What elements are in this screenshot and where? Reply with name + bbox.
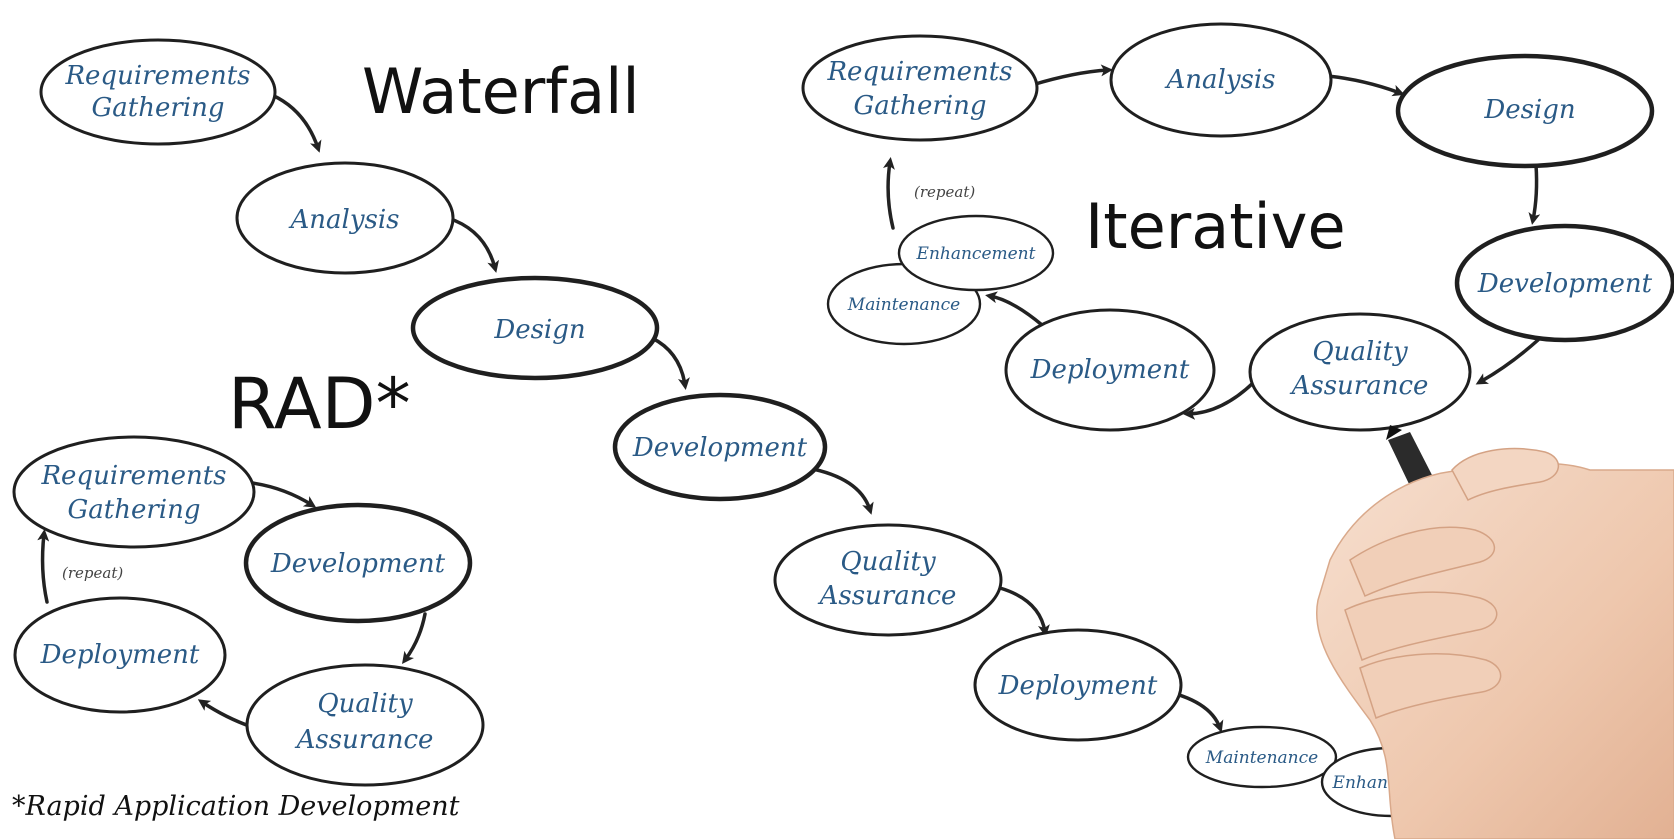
rad-qa-label-1: Quality bbox=[317, 689, 413, 719]
iterative-deployment-label: Deployment bbox=[1030, 355, 1190, 385]
waterfall-qa-label-1: Quality bbox=[840, 547, 936, 577]
iterative-node-design: Design bbox=[1395, 53, 1655, 169]
rad-arrow-repeat bbox=[37, 529, 50, 604]
iterative-arrow-development-qa bbox=[1475, 338, 1540, 385]
waterfall-development-label: Development bbox=[632, 433, 808, 463]
waterfall-arrow-qa-deployment bbox=[998, 586, 1050, 637]
waterfall-node-design: Design bbox=[410, 275, 660, 381]
rad-development-ellipse bbox=[243, 502, 473, 624]
hand-finger-2 bbox=[1344, 591, 1498, 662]
iterative-analysis-label: Analysis bbox=[1164, 65, 1275, 95]
rad-requirements-ellipse bbox=[12, 435, 256, 549]
waterfall-node-requirements: Requirements Gathering bbox=[39, 38, 277, 146]
rad-deployment-ellipse bbox=[13, 596, 227, 714]
rad-development-label: Development bbox=[270, 549, 446, 579]
rad-repeat-note: (repeat) bbox=[62, 564, 123, 582]
rad-requirements-label-2: Gathering bbox=[68, 495, 201, 525]
iterative-node-qa: Quality Assurance bbox=[1248, 312, 1472, 432]
waterfall-requirements-ellipse bbox=[39, 38, 277, 146]
rad-group: RAD* (repeat) Requirements Gathering Dev… bbox=[12, 363, 485, 822]
iterative-node-requirements: Requirements Gathering bbox=[801, 34, 1039, 142]
waterfall-analysis-ellipse bbox=[235, 161, 455, 275]
iterative-arrow-req-analysis bbox=[1030, 64, 1113, 87]
iterative-enhancement-ellipse bbox=[897, 214, 1055, 292]
iterative-requirements-label-2: Gathering bbox=[854, 91, 987, 121]
iterative-design-label: Design bbox=[1483, 95, 1575, 125]
iterative-qa-label-1: Quality bbox=[1312, 337, 1408, 367]
rad-title: RAD* bbox=[228, 363, 411, 445]
iterative-node-enhancement: Enhancement bbox=[897, 214, 1055, 292]
waterfall-node-analysis: Analysis bbox=[235, 161, 455, 275]
rad-node-requirements: Requirements Gathering bbox=[12, 435, 256, 549]
rad-arrow-development-qa bbox=[402, 612, 427, 665]
iterative-development-label: Development bbox=[1477, 269, 1653, 299]
waterfall-arrow-req-analysis bbox=[270, 93, 322, 153]
iterative-group: Iterative (repeat) Requirements Gatherin… bbox=[801, 22, 1674, 432]
iterative-deployment-ellipse bbox=[1004, 308, 1216, 432]
rad-qa-ellipse bbox=[245, 663, 485, 787]
iterative-arrow-deployment-maintenance bbox=[985, 291, 1044, 327]
iterative-arrow-design-development bbox=[1528, 163, 1541, 225]
rad-node-qa: Quality Assurance bbox=[245, 663, 485, 787]
waterfall-design-ellipse bbox=[410, 275, 660, 381]
waterfall-design-label: Design bbox=[493, 315, 585, 345]
waterfall-qa-label-2: Assurance bbox=[818, 581, 957, 611]
hand-holding-marker bbox=[1316, 425, 1674, 839]
iterative-enhancement-label: Enhancement bbox=[916, 244, 1036, 264]
waterfall-deployment-label: Deployment bbox=[998, 671, 1158, 701]
waterfall-requirements-label-2: Gathering bbox=[92, 93, 225, 123]
rad-qa-label-2: Assurance bbox=[295, 725, 434, 755]
waterfall-node-qa: Quality Assurance bbox=[773, 523, 1003, 637]
iterative-node-development: Development bbox=[1454, 223, 1674, 343]
hand-finger-1 bbox=[1349, 526, 1496, 598]
rad-node-development: Development bbox=[243, 502, 473, 624]
waterfall-arrow-design-development bbox=[650, 336, 690, 390]
waterfall-maintenance-label: Maintenance bbox=[1205, 748, 1318, 768]
iterative-title: Iterative bbox=[1085, 190, 1346, 263]
waterfall-development-ellipse bbox=[612, 392, 828, 502]
rad-arrow-qa-deployment bbox=[197, 699, 254, 729]
iterative-qa-ellipse bbox=[1248, 312, 1472, 432]
rad-deployment-label: Deployment bbox=[40, 640, 200, 670]
hand-thumb bbox=[1451, 447, 1559, 501]
waterfall-requirements-label-1: Requirements bbox=[64, 61, 250, 91]
waterfall-node-development: Development bbox=[612, 392, 828, 502]
iterative-qa-label-2: Assurance bbox=[1290, 371, 1429, 401]
hand-finger-3 bbox=[1359, 653, 1502, 720]
marker-tip bbox=[1386, 425, 1402, 440]
iterative-node-analysis: Analysis bbox=[1109, 22, 1333, 138]
waterfall-node-deployment: Deployment bbox=[973, 628, 1183, 742]
waterfall-deployment-ellipse bbox=[973, 628, 1183, 742]
iterative-maintenance-label: Maintenance bbox=[847, 295, 960, 315]
rad-requirements-label-1: Requirements bbox=[40, 461, 226, 491]
iterative-requirements-ellipse bbox=[801, 34, 1039, 142]
waterfall-arrow-analysis-design bbox=[446, 216, 500, 273]
waterfall-analysis-label: Analysis bbox=[288, 205, 399, 235]
waterfall-node-maintenance: Maintenance bbox=[1186, 725, 1338, 789]
iterative-arrow-repeat bbox=[883, 157, 895, 230]
waterfall-title: Waterfall bbox=[362, 55, 640, 128]
rad-node-deployment: Deployment bbox=[13, 596, 227, 714]
iterative-requirements-label-1: Requirements bbox=[826, 57, 1012, 87]
rad-footnote: *Rapid Application Development bbox=[12, 791, 460, 822]
iterative-analysis-ellipse bbox=[1109, 22, 1333, 138]
iterative-design-ellipse bbox=[1395, 53, 1655, 169]
iterative-development-ellipse bbox=[1454, 223, 1674, 343]
waterfall-arrow-development-qa bbox=[806, 466, 874, 515]
iterative-repeat-note: (repeat) bbox=[914, 183, 975, 201]
iterative-arrow-analysis-design bbox=[1326, 74, 1405, 97]
waterfall-maintenance-ellipse bbox=[1186, 725, 1338, 789]
iterative-node-deployment: Deployment bbox=[1004, 308, 1216, 432]
waterfall-qa-ellipse bbox=[773, 523, 1003, 637]
